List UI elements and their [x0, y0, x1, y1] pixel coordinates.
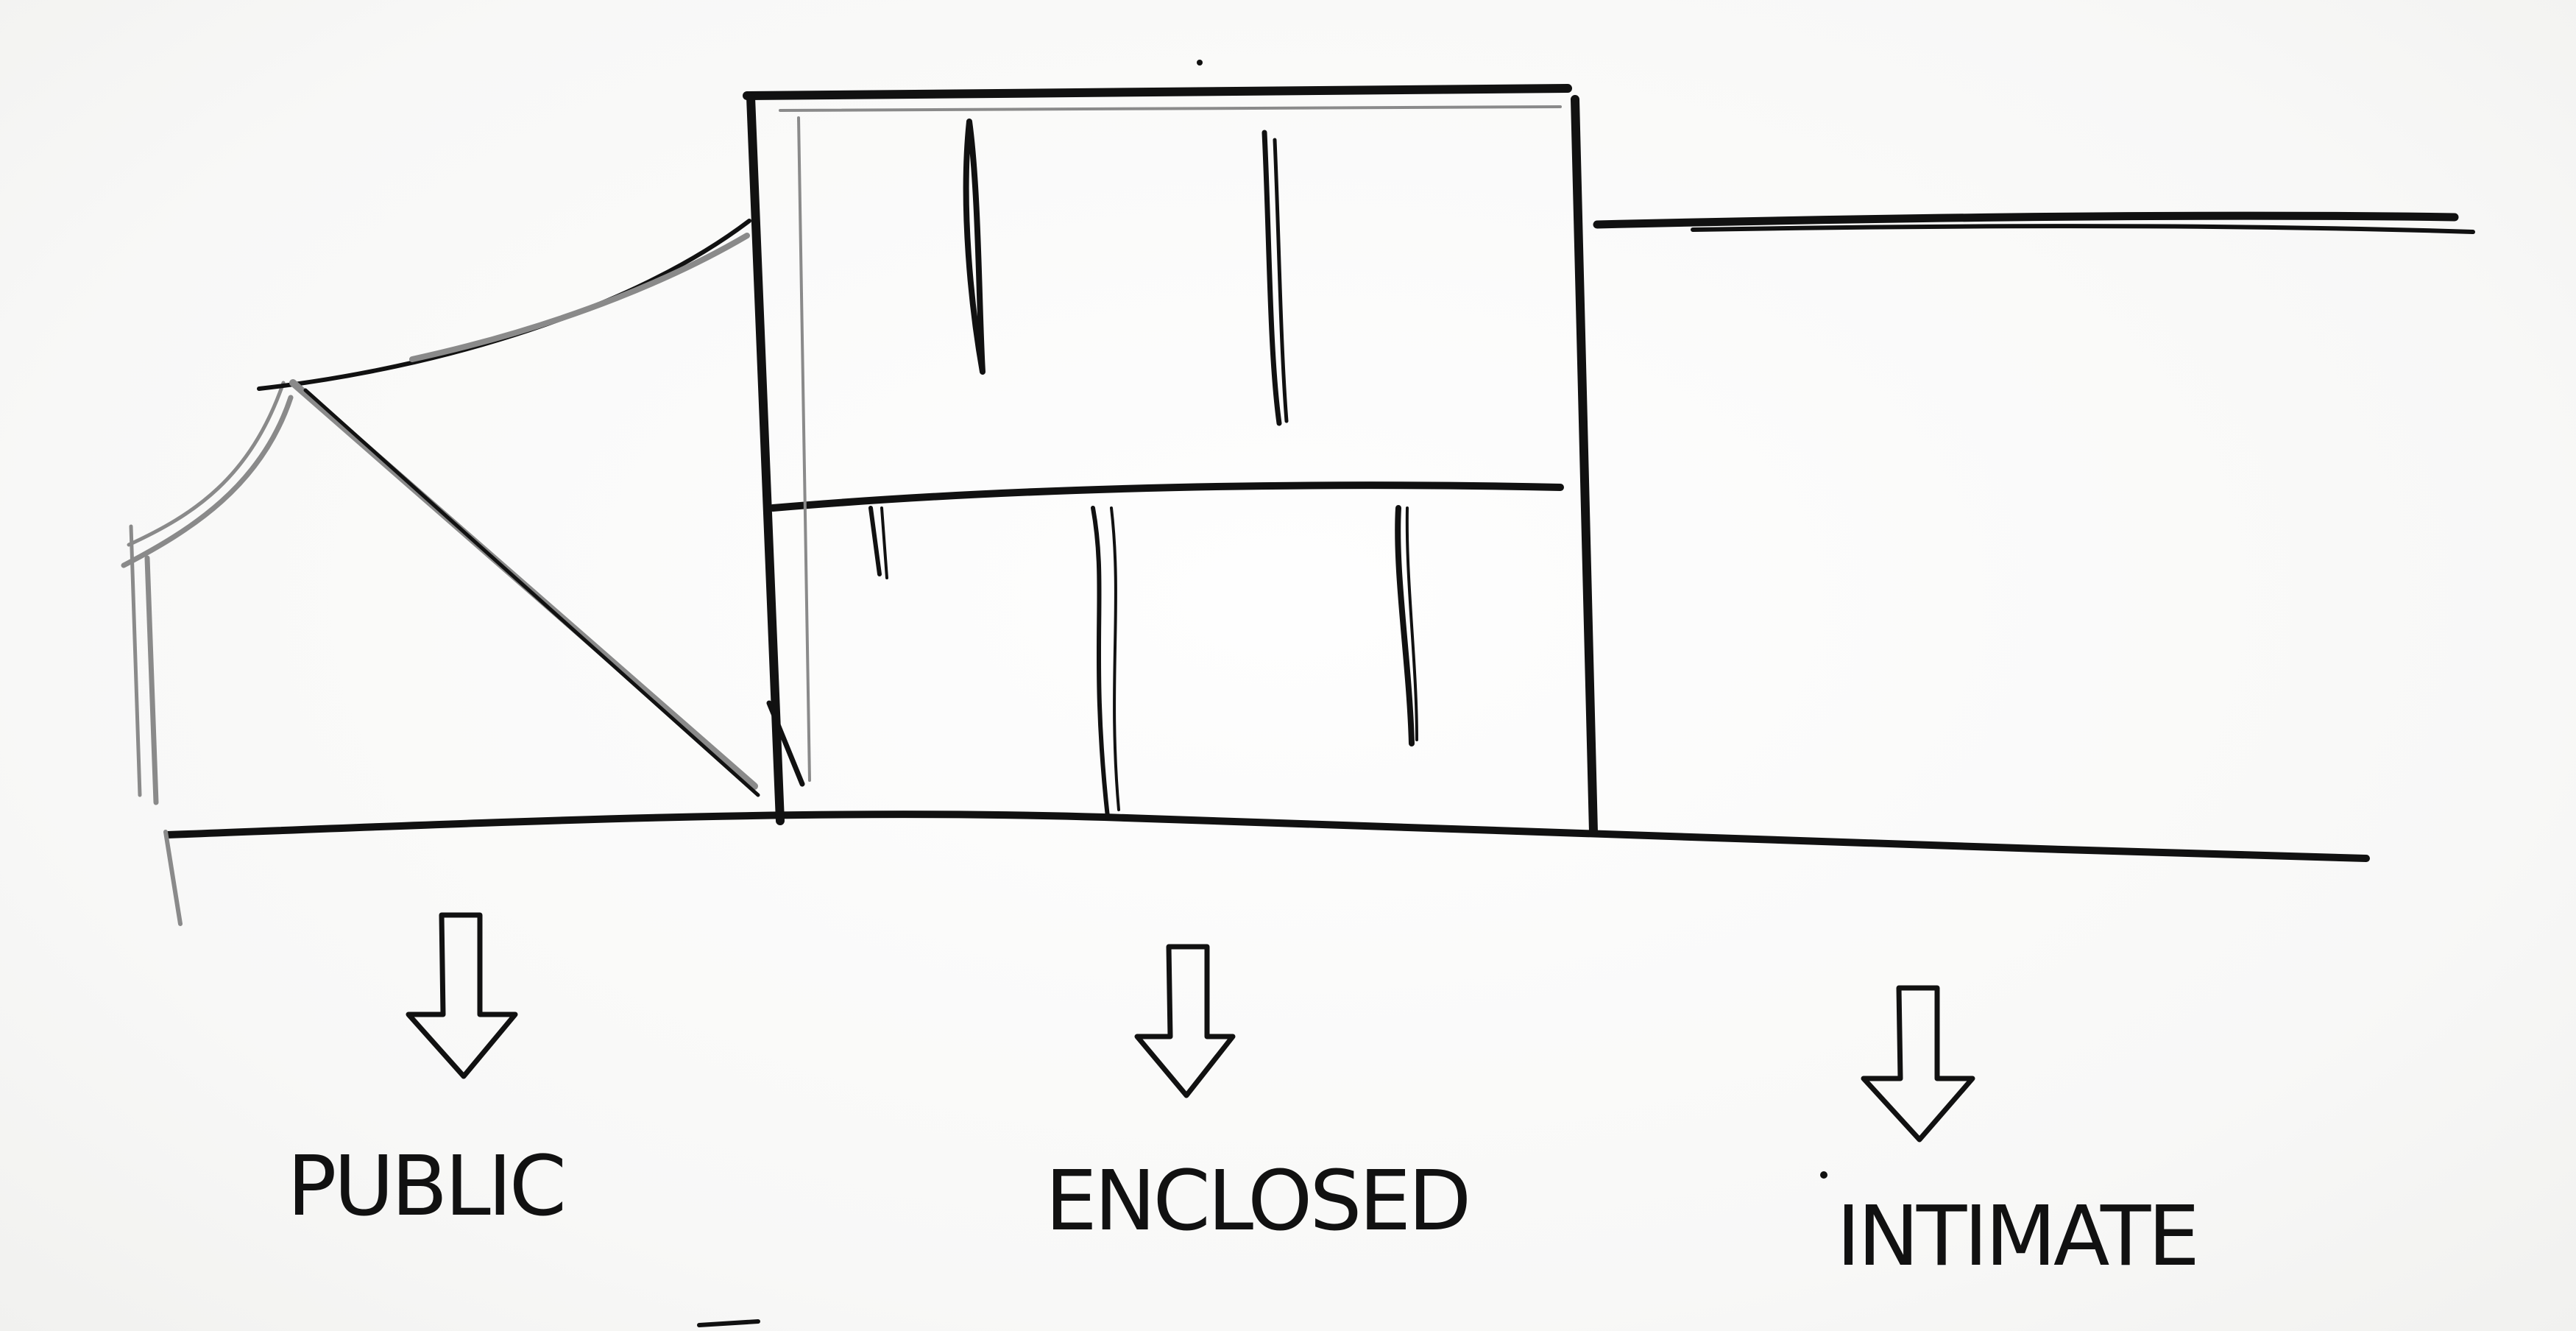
building-block — [743, 84, 1598, 836]
intimate-arrow-icon — [1861, 985, 1975, 1143]
enclosed-arrow-icon — [1134, 944, 1236, 1098]
zone-label-enclosed: ENCLOSED — [1045, 1154, 1468, 1249]
extension-wall — [1593, 211, 2459, 229]
canopy-structure — [121, 219, 760, 926]
stray-mark — [1820, 1171, 1827, 1179]
zone-label-intimate: INTIMATE — [1836, 1189, 2197, 1285]
stray-mark — [1197, 60, 1203, 66]
zone-label-public: PUBLIC — [287, 1139, 564, 1235]
ground-line — [164, 811, 2370, 862]
public-arrow-icon — [406, 912, 518, 1079]
stray-mark — [697, 1319, 760, 1327]
